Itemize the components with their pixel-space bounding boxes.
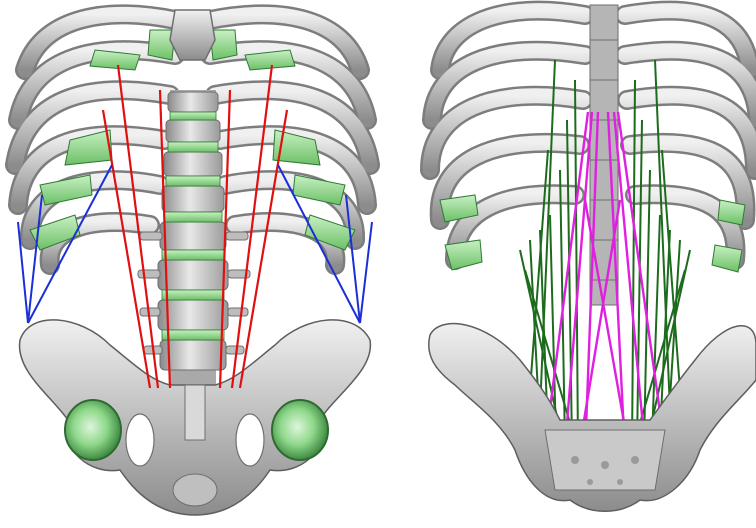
spine-posterior	[590, 5, 618, 305]
sternum	[170, 10, 215, 60]
right-acetabulum	[272, 400, 328, 460]
left-acetabulum	[65, 400, 121, 460]
